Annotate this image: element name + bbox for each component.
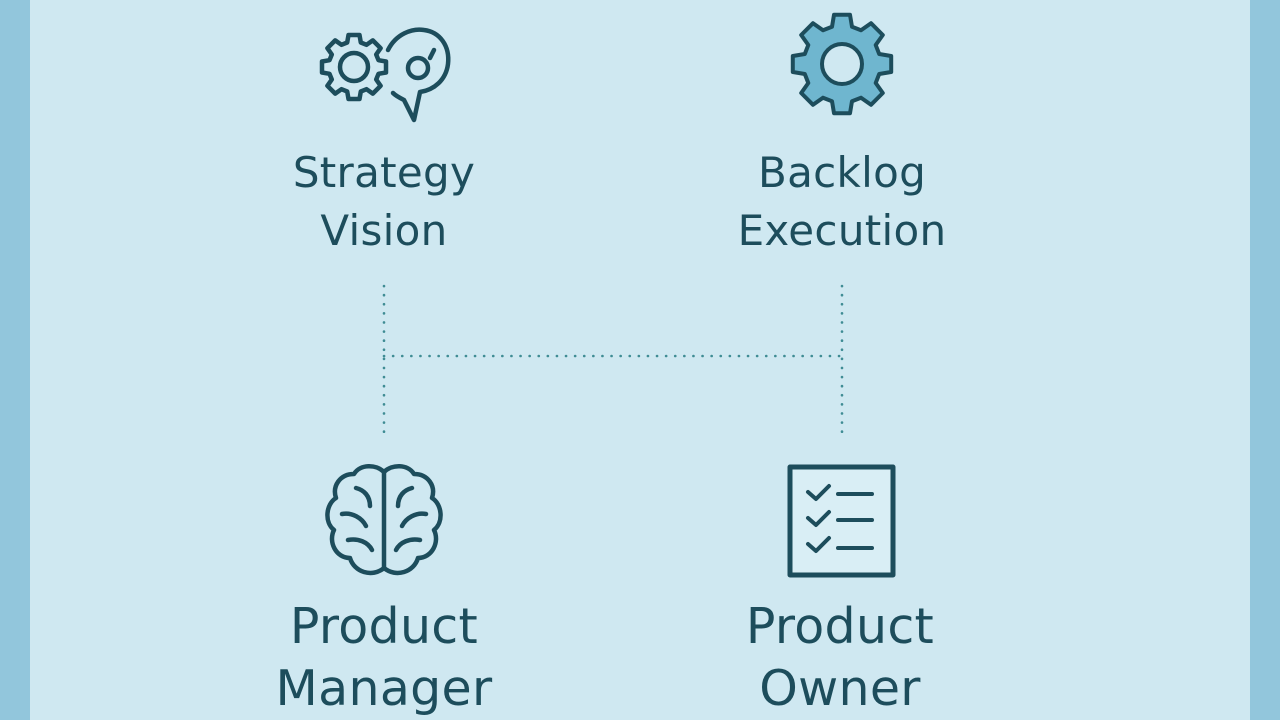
product-manager-label: Product Manager [276, 596, 493, 720]
backlog-label-line1: Backlog [757, 148, 927, 197]
product-owner-line2: Owner [759, 660, 921, 717]
gear-speech-bubble-icon [319, 27, 451, 123]
strategy-vision-label: Strategy Vision [293, 144, 475, 260]
product-manager-line1: Product [289, 598, 479, 655]
backlog-execution-label: Backlog Execution [738, 144, 947, 260]
strategy-label-line2: Vision [320, 206, 448, 255]
product-owner-line1: Product [745, 598, 935, 655]
checklist-icon [787, 464, 896, 578]
product-owner-label: Product Owner [746, 596, 934, 720]
backlog-label-line2: Execution [737, 206, 947, 255]
strategy-label-line1: Strategy [292, 148, 476, 197]
connectors [382, 284, 844, 442]
gear-icon [790, 12, 894, 116]
product-manager-line2: Manager [275, 660, 493, 717]
brain-icon [325, 464, 443, 576]
diagram-panel [30, 0, 1250, 720]
